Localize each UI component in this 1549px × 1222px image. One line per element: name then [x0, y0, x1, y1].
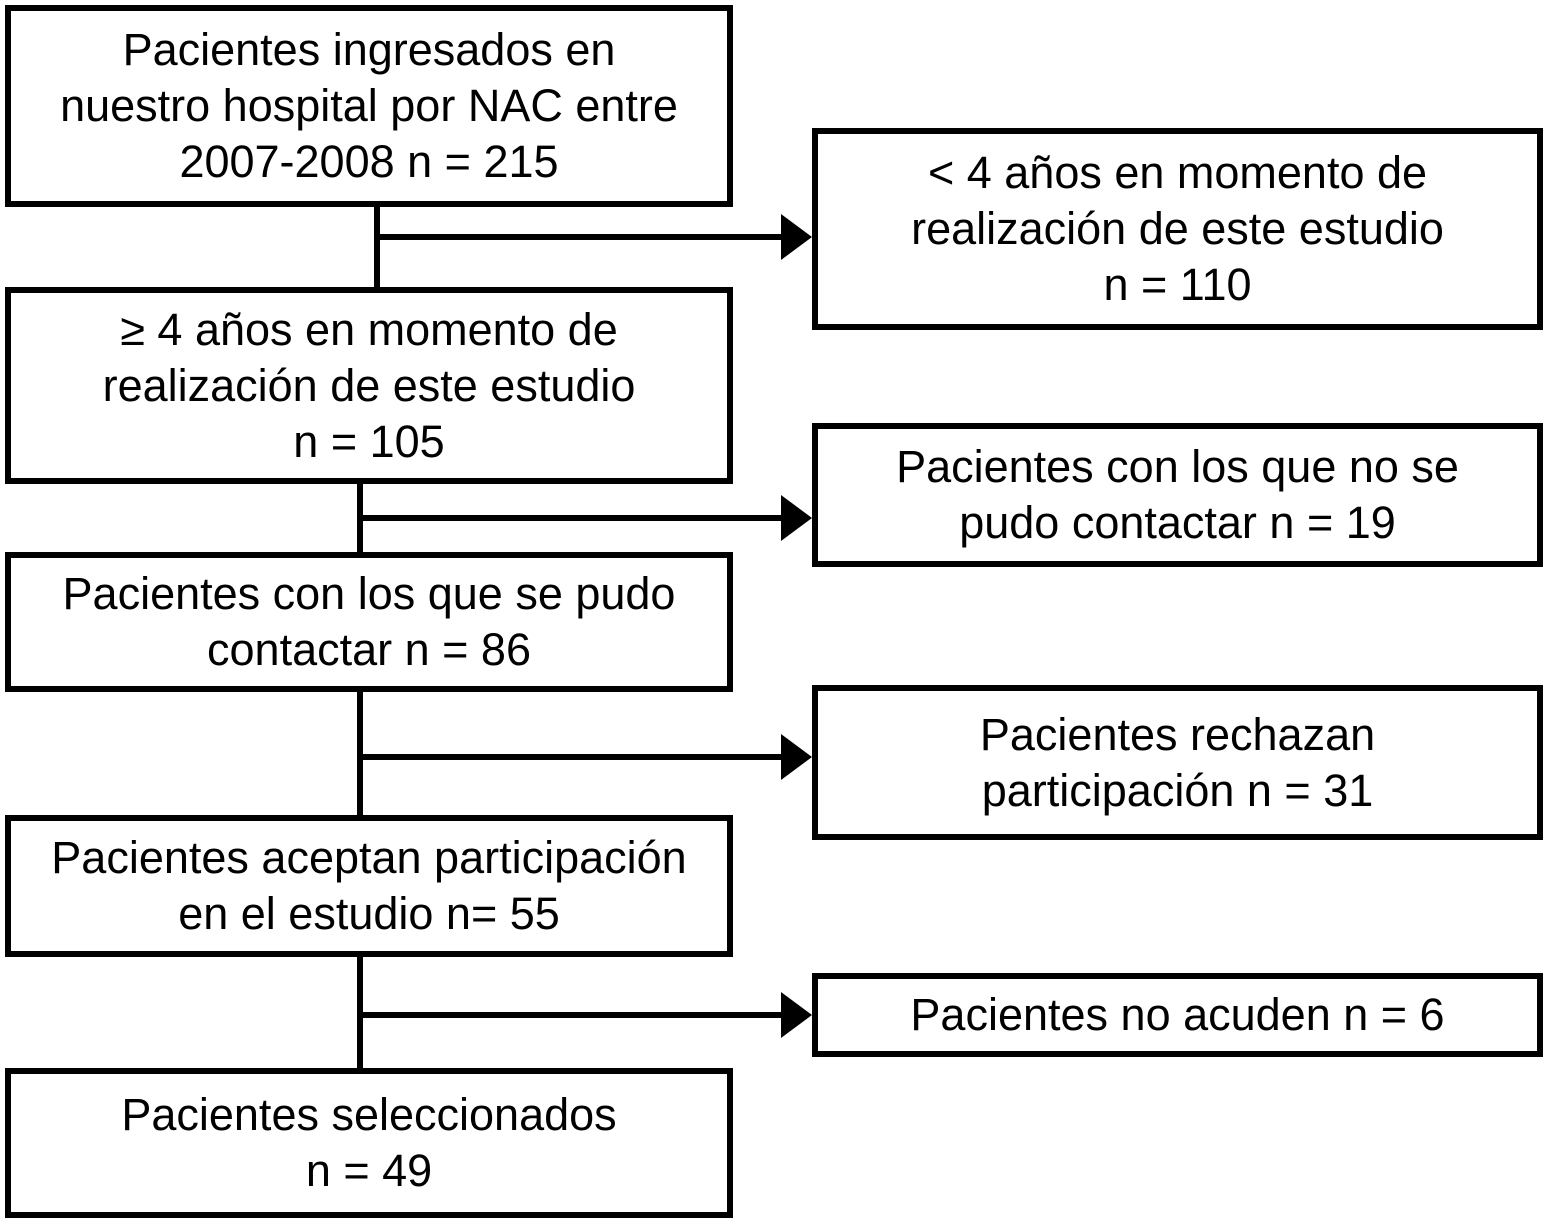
node-label: < 4 años en momento de realización de es… — [911, 147, 1444, 310]
node-label: Pacientes ingresados en nuestro hospital… — [60, 24, 678, 187]
node-label: ≥ 4 años en momento de realización de es… — [102, 303, 636, 467]
node-label: Pacientes con los que se pudo contactar … — [62, 568, 676, 675]
node-pacientes-ingresados: Pacientes ingresados en nuestro hospital… — [5, 5, 733, 207]
node-label: Pacientes aceptan participación en el es… — [51, 832, 687, 939]
node-label: Pacientes no acuden n = 6 — [910, 989, 1445, 1040]
connector-to-no-contactados — [357, 515, 784, 521]
node-pacientes-rechazan: Pacientes rechazan participación n = 31 — [812, 685, 1543, 840]
node-pacientes-seleccionados: Pacientes seleccionados n = 49 — [5, 1068, 733, 1218]
node-pacientes-no-acuden: Pacientes no acuden n = 6 — [812, 973, 1543, 1057]
connector-contactados-to-aceptan — [357, 692, 363, 815]
arrowhead-no-acuden-icon — [781, 992, 812, 1038]
arrowhead-menor4-icon — [781, 214, 812, 260]
node-label: Pacientes con los que no se pudo contact… — [896, 441, 1459, 548]
connector-to-rechazan — [357, 754, 784, 760]
arrowhead-rechazan-icon — [781, 734, 812, 780]
node-no-contactados: Pacientes con los que no se pudo contact… — [812, 423, 1543, 567]
connector-ingresados-to-mayor4 — [374, 207, 380, 287]
node-menor-4-anos: < 4 años en momento de realización de es… — [812, 128, 1543, 330]
connector-to-menor4 — [374, 234, 784, 240]
node-pacientes-aceptan: Pacientes aceptan participación en el es… — [5, 815, 733, 957]
connector-to-no-acuden — [357, 1012, 784, 1018]
node-mayor-igual-4-anos: ≥ 4 años en momento de realización de es… — [5, 287, 733, 484]
node-pacientes-contactados: Pacientes con los que se pudo contactar … — [5, 552, 733, 692]
node-label: Pacientes rechazan participación n = 31 — [979, 708, 1376, 816]
node-label: Pacientes seleccionados n = 49 — [121, 1089, 617, 1196]
arrowhead-no-contactados-icon — [781, 495, 812, 541]
